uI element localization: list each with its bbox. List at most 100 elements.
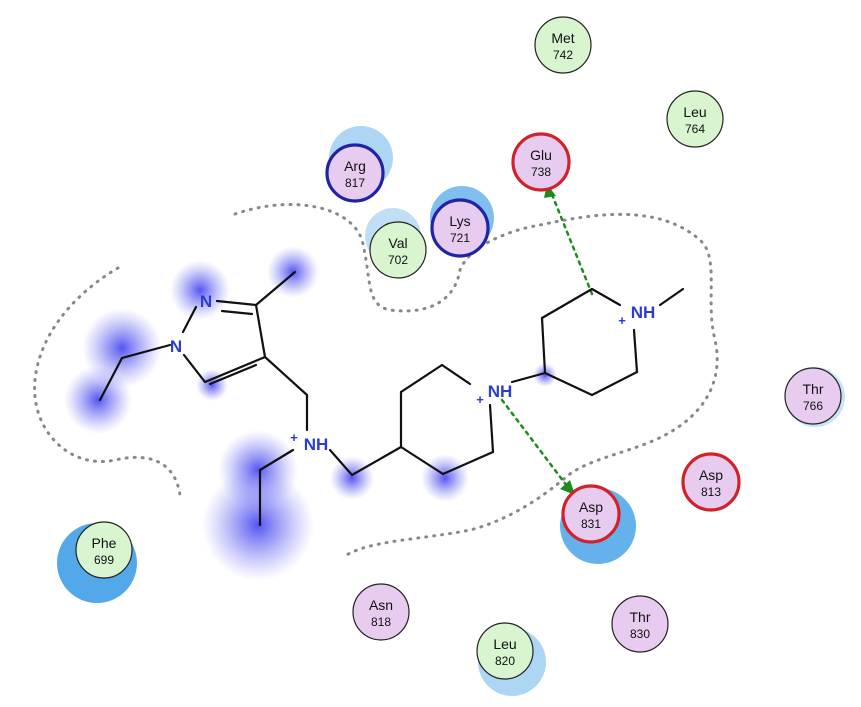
residue-number: 830 [630,627,650,641]
residue-circle [352,583,410,641]
bond [98,356,124,402]
exposure-blob [196,369,228,401]
bond [215,299,258,307]
bond [328,448,354,477]
residue-name: Asp [699,467,723,483]
bond [590,287,622,307]
residue-number: 766 [803,399,823,413]
residue-circle [681,452,741,512]
residue-name: Thr [630,609,651,625]
residue-number: 764 [685,122,705,136]
residue-thr-830: Thr 830 [611,595,669,653]
atom-pyrazole-n2: N [200,292,212,311]
bond [440,363,472,386]
residue-name: Lys [449,213,470,229]
residue-number: 817 [345,176,365,190]
bond [208,363,258,386]
exposure-blob [170,260,230,320]
hbond-arrowhead-asp [560,480,575,495]
residue-number: 820 [495,654,515,668]
atom-pip2-nh: NH [631,303,656,322]
residue-number: 702 [388,253,408,267]
hbond-asp-831 [500,398,569,488]
residue-asp-813: Asp 813 [681,452,741,512]
residue-circle [369,221,427,279]
bond [254,303,267,359]
residue-name: Thr [803,381,824,397]
residue-lys-721: Lys 721 [430,198,490,258]
bond [540,316,547,375]
bond [258,448,295,472]
residue-asn-818: Asn 818 [352,583,410,641]
bond [488,403,495,454]
residue-group: Met742Leu764Glu738Arg817Lys721Val702Thr7… [75,16,842,680]
bond [181,305,198,334]
residue-circle [534,16,592,74]
exposure-blob [202,469,314,581]
residue-name: Asp [579,499,603,515]
atom-pip1-nh: NH [488,382,513,401]
residue-name: Val [388,235,407,251]
residue-number: 813 [701,485,721,499]
pocket-outline-group [33,203,719,558]
residue-name: Met [551,30,574,46]
ligand-atoms: N N + NH + NH + NH [170,292,655,454]
residue-name: Glu [530,147,552,163]
residue-circle [561,484,621,544]
bond [590,370,639,397]
pocket-outline-left [33,266,182,497]
residue-asp-831: Asp 831 [561,484,621,544]
residue-number: 738 [531,165,551,179]
hbond-glu-738 [549,190,594,296]
ligand-bonds [98,270,685,527]
residue-circle [476,622,534,680]
atom-pip1-charge: + [476,392,484,407]
residue-circle [430,198,490,258]
residue-val-702: Val 702 [369,221,427,279]
exposure-blob [421,454,469,502]
bond [350,445,403,477]
residue-number: 721 [450,231,470,245]
bond [540,287,594,320]
pocket-outline-main [233,203,719,558]
hbond-group [500,184,594,495]
bond [632,328,639,374]
bond [263,355,309,397]
bond [399,445,445,476]
residue-circle [511,132,571,192]
exposure-blob [330,456,374,500]
residue-circle [325,143,385,203]
residue-leu-820: Leu 820 [476,622,534,680]
residue-met-742: Met 742 [534,16,592,74]
residue-circle [75,521,133,579]
atom-amine-nh: NH [304,435,329,454]
bond [441,450,495,476]
bond [543,371,594,397]
bond [254,270,297,307]
residue-circle [611,595,669,653]
exposure-blob [64,366,132,434]
bond [120,343,172,360]
bond [220,309,254,316]
residue-number: 818 [371,615,391,629]
residue-thr-766: Thr 766 [784,367,842,425]
atom-amine-charge: + [290,430,298,445]
residue-name: Asn [369,597,393,613]
residue-number: 742 [553,48,573,62]
residue-name: Arg [344,158,366,174]
residue-name: Phe [92,535,117,551]
residue-circle [784,367,842,425]
bond [658,287,685,307]
bond [510,371,547,384]
residue-circle [666,90,724,148]
residue-glu-738: Glu 738 [511,132,571,192]
exposure-blob [533,363,557,387]
residue-name: Leu [493,636,516,652]
residue-number: 831 [581,517,601,531]
bond [182,353,207,384]
atom-pyrazole-n1: N [170,337,182,356]
bond [203,355,267,384]
